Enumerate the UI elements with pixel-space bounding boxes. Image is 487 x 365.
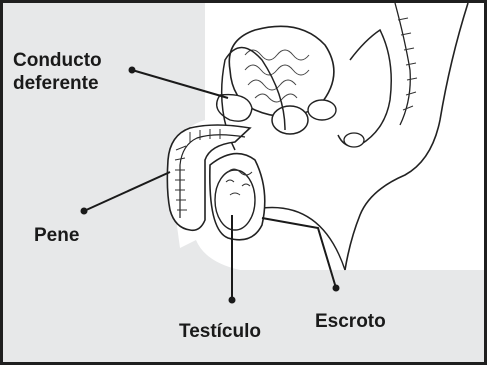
leader-pene bbox=[84, 172, 170, 211]
label-conducto-line2: deferente bbox=[13, 72, 102, 95]
anus bbox=[344, 133, 364, 147]
label-escroto: Escroto bbox=[315, 310, 386, 333]
leader-dot-escroto bbox=[333, 285, 340, 292]
label-conducto-line1: Conducto bbox=[13, 49, 102, 72]
prostate bbox=[272, 106, 308, 134]
testicle bbox=[215, 170, 255, 230]
leader-dot-conducto bbox=[129, 67, 136, 74]
leader-dot-testiculo bbox=[229, 297, 236, 304]
leader-dot-pene bbox=[81, 208, 88, 215]
label-pene: Pene bbox=[34, 224, 79, 247]
seminal-vesicle bbox=[308, 100, 336, 120]
label-testiculo: Testículo bbox=[179, 320, 261, 343]
label-conducto-deferente: Conducto deferente bbox=[13, 49, 102, 95]
